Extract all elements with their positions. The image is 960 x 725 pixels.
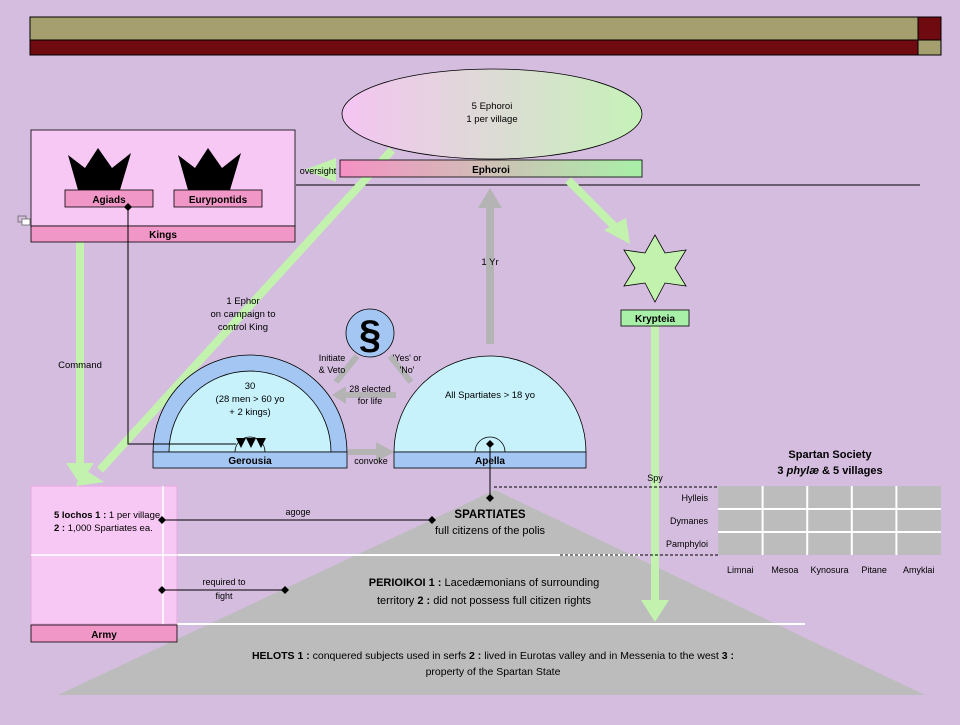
- title-bar-maroon: [29, 39, 919, 56]
- yes-no-2: 'No': [400, 365, 415, 375]
- arrow-ephor-krypteia-shaft: [565, 177, 621, 233]
- grid-background: [718, 486, 941, 555]
- law-circle: [345, 308, 395, 358]
- phyle-label: Hylleis: [681, 493, 708, 503]
- kings-box: [30, 129, 296, 227]
- village-label: Amyklai: [903, 565, 935, 575]
- eurypontids-label-box: [173, 189, 263, 208]
- village-label: Kynosura: [810, 565, 848, 575]
- law-section-icon: §: [359, 313, 381, 357]
- phyle-label: Pamphyloi: [666, 539, 708, 549]
- title-bar-olive: [29, 16, 919, 41]
- arrow-law-apella: [387, 354, 414, 384]
- required-label-1: required to: [202, 577, 245, 587]
- arrow-convoke-head: [376, 442, 394, 462]
- convoke-label: convoke: [354, 456, 388, 466]
- helots-line-1: HELOTS 1 : conquered subjects used in se…: [252, 650, 734, 662]
- kings-bar: [30, 225, 296, 243]
- eurypontids-crown-icon: [178, 148, 241, 190]
- apella-voters: All Spartiates > 18 yo: [445, 390, 535, 401]
- agiads-crown-icon: [68, 148, 131, 190]
- required-label-2: fight: [215, 591, 233, 601]
- gerousia-marker-1: [236, 438, 246, 448]
- elected-2: for life: [358, 396, 383, 406]
- title-bar-maroon-square: [917, 16, 942, 41]
- initiate-veto-2: & Veto: [319, 365, 346, 375]
- krypteia-bar: [620, 309, 690, 327]
- command-label: Command: [58, 360, 102, 371]
- agiads-label: Agiads: [92, 195, 126, 206]
- arrow-ephor-krypteia-head: [604, 218, 630, 244]
- society-subtitle: 3 phylæ & 5 villages: [777, 465, 882, 477]
- one-year-label: 1 Yr: [481, 257, 498, 268]
- village-label: Pitane: [861, 565, 887, 575]
- arrow-kings-command-head: [66, 463, 94, 484]
- ephoroi-bar: [339, 159, 643, 178]
- slide-anchor-icon: [17, 215, 31, 226]
- krypteia-star-icon: [623, 234, 687, 303]
- oversight-label: oversight: [300, 166, 337, 176]
- arrow-gerousia-law: [333, 354, 360, 384]
- gerousia-men: (28 men > 60 yo: [216, 394, 285, 405]
- village-label: Limnai: [727, 565, 754, 575]
- spartiates-subtitle: full citizens of the polis: [435, 525, 546, 537]
- army-spartiates-line: 2 : 1,000 Spartiates ea.: [54, 523, 153, 534]
- arrow-elected-head: [332, 386, 346, 404]
- arrow-apella-ephor-head: [478, 188, 502, 208]
- connector-kings-gerousia: [127, 207, 236, 445]
- gerousia-count: 30: [245, 381, 256, 392]
- agiads-label-box: [64, 189, 154, 208]
- campaign-note-1: 1 Ephor: [226, 296, 259, 307]
- ephoroi-bar-label: Ephoroi: [472, 165, 510, 176]
- ephoroi-count: 5 Ephoroi: [472, 101, 513, 112]
- spartiates-title: SPARTIATES: [454, 509, 525, 521]
- krypteia-label: Krypteia: [635, 314, 675, 325]
- campaign-note-2: on campaign to: [211, 309, 276, 320]
- yes-no-1: 'Yes' or: [393, 353, 422, 363]
- arrow-ephor-campaign-head: [76, 468, 104, 486]
- campaign-note-3: control King: [218, 322, 268, 333]
- ephoroi-per-village: 1 per village: [466, 114, 517, 125]
- title-bar-olive-square: [917, 39, 942, 56]
- army-bar-label: Army: [91, 630, 117, 641]
- connector-required-dot-right: [281, 586, 289, 594]
- elected-1: 28 elected: [349, 384, 391, 394]
- army-bar: [30, 624, 178, 643]
- apella-dome: [393, 355, 587, 453]
- gerousia-marker-2: [246, 438, 256, 448]
- connector-required-dot-left: [158, 586, 166, 594]
- connector-agoge-dot-right: [428, 516, 436, 524]
- agoge-label: agoge: [285, 507, 310, 517]
- society-pyramid: [58, 490, 925, 695]
- perioikoi-line-2: territory 2 : did not possess full citiz…: [377, 595, 591, 607]
- kings-bar-label: Kings: [149, 230, 177, 241]
- arrow-krypteia-helots-head: [641, 600, 669, 622]
- initiate-veto-1: Initiate: [319, 353, 346, 363]
- gerousia-marker-3: [256, 438, 266, 448]
- connector-apella-dot-bottom: [486, 494, 494, 502]
- connector-kings-gerousia-dot: [124, 203, 132, 211]
- gerousia-dome-inner: [168, 370, 332, 453]
- phylae-village-grid: [718, 486, 941, 555]
- society-title: Spartan Society: [788, 449, 872, 461]
- helots-line-2: property of the Spartan State: [426, 666, 561, 678]
- gerousia-bar: [152, 451, 348, 469]
- gerousia-kings: + 2 kings): [229, 407, 270, 418]
- village-labels: Limnai Mesoa Kynosura Pitane Amyklai: [727, 565, 934, 575]
- connector-agoge-dot-left: [158, 516, 166, 524]
- arrow-ephor-oversight-head: [304, 158, 336, 182]
- eurypontids-label: Eurypontids: [189, 195, 248, 206]
- perioikoi-line-1: PERIOIKOI 1 : Lacedæmonians of surroundi…: [369, 577, 600, 589]
- arrow-ephor-campaign-shaft: [97, 147, 395, 473]
- gerousia-bar-label: Gerousia: [228, 456, 272, 467]
- army-lochos-line: 5 lochos 1 : 1 per village: [54, 510, 160, 521]
- village-label: Mesoa: [771, 565, 798, 575]
- ephoroi-ellipse: [341, 68, 643, 160]
- connector-apella-dot-top: [486, 440, 494, 448]
- phyle-label: Dymanes: [670, 516, 709, 526]
- spy-label: Spy: [647, 473, 663, 483]
